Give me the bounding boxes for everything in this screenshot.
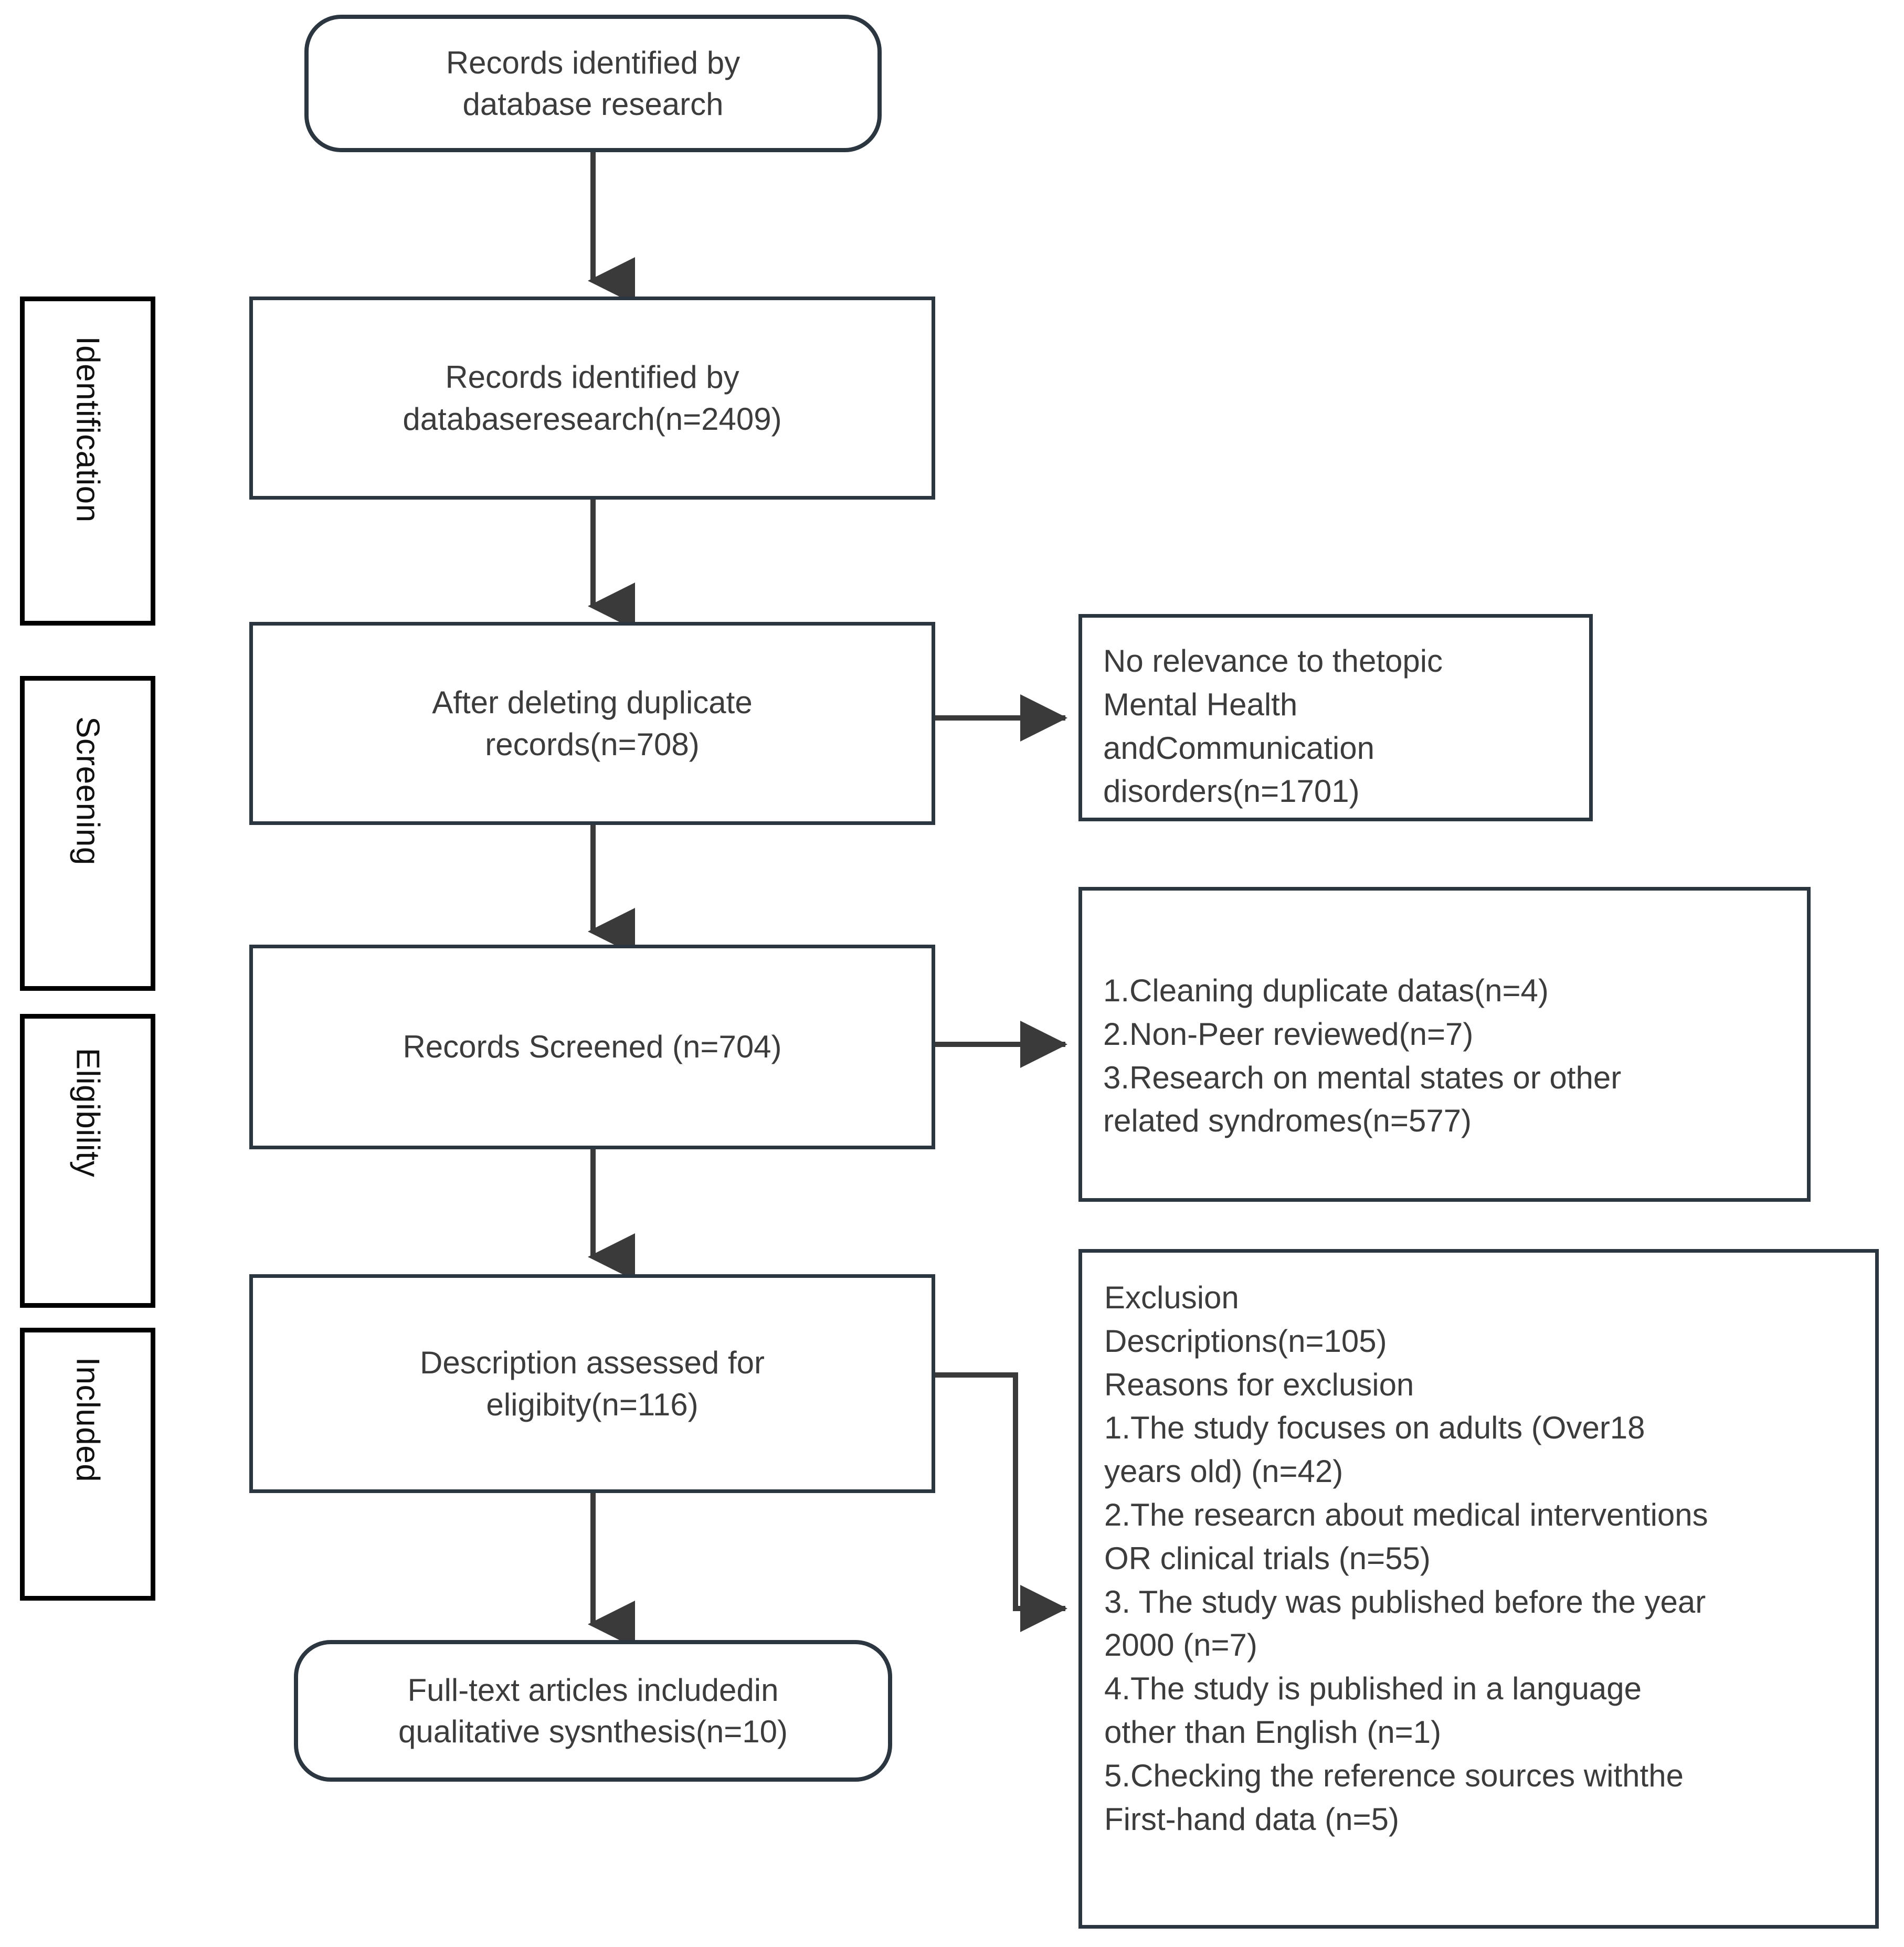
node-description-assessed-eligibility[interactable]: Description assessed for eligibity(n=116… bbox=[249, 1274, 935, 1493]
node-source-line2: database research bbox=[462, 87, 724, 122]
node-source-line1: Records identified by bbox=[446, 45, 741, 80]
exclusion-eligibility-line-3: Reasons for exclusion bbox=[1104, 1367, 1414, 1402]
exclusion-eligibility-line-1: Exclusion bbox=[1104, 1280, 1239, 1315]
phase-label-included: Included bbox=[69, 1357, 106, 1482]
exclusion-box-eligibility-reasons[interactable]: Exclusion Descriptions(n=105) Reasons fo… bbox=[1078, 1249, 1879, 1929]
exclusion-eligibility-line-10: 4.The study is published in a language bbox=[1104, 1671, 1642, 1707]
exclusion-eligibility-line-9: 2000 (n=7) bbox=[1104, 1627, 1257, 1663]
node-after-deleting-duplicates[interactable]: After deleting duplicate records(n=708) bbox=[249, 622, 935, 825]
phase-box-included: Included bbox=[20, 1328, 155, 1601]
exclusion-eligibility-line-4: 1.The study focuses on adults (Over18 bbox=[1104, 1410, 1645, 1446]
node-records-identified-database[interactable]: Records identified by databaseresearch(n… bbox=[249, 297, 935, 500]
node-dedup-line1: After deleting duplicate bbox=[432, 685, 753, 721]
node-records-screened[interactable]: Records Screened (n=704) bbox=[249, 945, 935, 1149]
exclusion-box-screening-reasons[interactable]: 1.Cleaning duplicate datas(n=4) 2.Non-Pe… bbox=[1078, 887, 1811, 1202]
phase-box-eligibility: Eligibility bbox=[20, 1014, 155, 1308]
node-included-line1: Full-text articles includedin bbox=[407, 1672, 779, 1708]
node-identified-line1: Records identified by bbox=[445, 359, 739, 395]
exclusion-norelevance-line-3: andCommunication bbox=[1103, 730, 1374, 766]
exclusion-norelevance-line-1: No relevance to thetopic bbox=[1103, 643, 1443, 679]
exclusion-eligibility-line-7: OR clinical trials (n=55) bbox=[1104, 1540, 1431, 1576]
phase-label-identification: Identification bbox=[69, 336, 106, 523]
exclusion-eligibility-line-8: 3. The study was published before the ye… bbox=[1104, 1584, 1706, 1620]
node-eligibility-line2: eligibity(n=116) bbox=[486, 1387, 699, 1422]
phase-label-eligibility: Eligibility bbox=[69, 1047, 106, 1178]
exclusion-screening-line-3: 3.Research on mental states or other bbox=[1103, 1060, 1622, 1095]
phase-label-screening: Screening bbox=[69, 716, 106, 865]
node-dedup-line2: records(n=708) bbox=[485, 726, 700, 762]
exclusion-norelevance-line-4: disorders(n=1701) bbox=[1103, 774, 1360, 809]
phase-box-screening: Screening bbox=[20, 676, 155, 991]
exclusion-eligibility-line-6: 2.The researcn about medical interventio… bbox=[1104, 1497, 1708, 1532]
node-full-text-included[interactable]: Full-text articles includedin qualitativ… bbox=[294, 1640, 892, 1782]
connector-eligibility-to-reasons bbox=[935, 1372, 1067, 1632]
exclusion-box-no-relevance[interactable]: No relevance to thetopic Mental Health a… bbox=[1078, 614, 1593, 821]
exclusion-screening-line-1: 1.Cleaning duplicate datas(n=4) bbox=[1103, 973, 1549, 1008]
node-screened-line1: Records Screened (n=704) bbox=[403, 1029, 782, 1065]
exclusion-eligibility-line-12: 5.Checking the reference sources withthe bbox=[1104, 1758, 1684, 1793]
exclusion-eligibility-line-11: other than English (n=1) bbox=[1104, 1714, 1442, 1750]
exclusion-eligibility-line-13: First-hand data (n=5) bbox=[1104, 1801, 1399, 1837]
node-included-line2: qualitative sysnthesis(n=10) bbox=[398, 1714, 788, 1749]
node-eligibility-line1: Description assessed for bbox=[420, 1345, 765, 1381]
exclusion-eligibility-line-5: years old) (n=42) bbox=[1104, 1454, 1344, 1489]
exclusion-screening-line-2: 2.Non-Peer reviewed(n=7) bbox=[1103, 1016, 1474, 1052]
phase-box-identification: Identification bbox=[20, 297, 155, 626]
exclusion-screening-line-4: related syndromes(n=577) bbox=[1103, 1103, 1472, 1139]
exclusion-norelevance-line-2: Mental Health bbox=[1103, 686, 1298, 722]
node-records-identified-source[interactable]: Records identified by database research bbox=[304, 15, 882, 152]
node-identified-line2: databaseresearch(n=2409) bbox=[403, 401, 782, 437]
exclusion-eligibility-line-2: Descriptions(n=105) bbox=[1104, 1323, 1387, 1359]
